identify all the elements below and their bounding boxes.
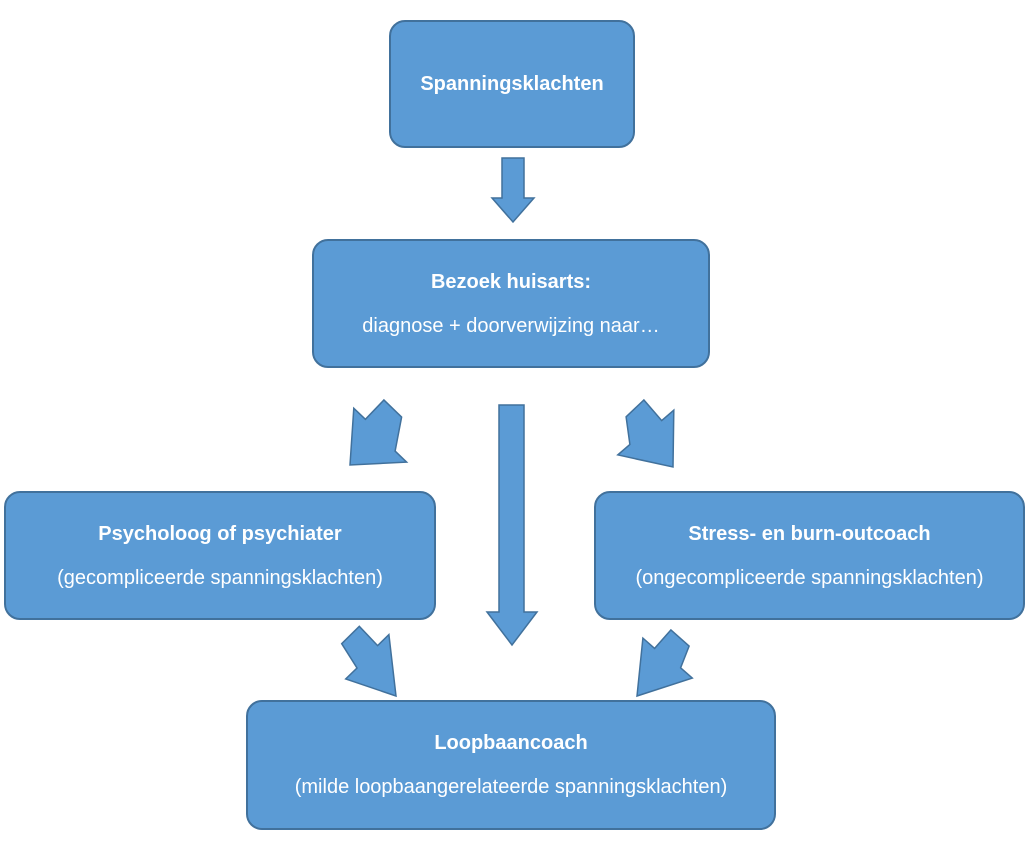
- node-stresscoach-title: Stress- en burn-outcoach: [688, 522, 931, 545]
- arrow-psycholoog-to-loopbaancoach: [340, 625, 397, 698]
- node-loopbaancoach: Loopbaancoach (milde loopbaangerelateerd…: [246, 700, 776, 830]
- arrow-huisarts-to-loopbaancoach: [485, 404, 539, 647]
- node-huisarts-subtitle: diagnose + doorverwijzing naar…: [362, 314, 660, 337]
- arrow-stresscoach-to-loopbaancoach: [636, 628, 694, 698]
- node-psycholoog: Psycholoog of psychiater (gecompliceerde…: [4, 491, 436, 620]
- node-loopbaancoach-subtitle: (milde loopbaangerelateerde spanningskla…: [294, 776, 728, 798]
- node-stresscoach-subtitle: (ongecompliceerde spanningsklachten): [635, 566, 984, 589]
- node-psycholoog-title: Psycholoog of psychiater: [98, 522, 342, 545]
- arrow-spanningsklachten-to-huisarts: [490, 157, 536, 224]
- node-loopbaancoach-title: Loopbaancoach: [434, 732, 588, 754]
- arrow-huisarts-to-stresscoach: [616, 398, 675, 468]
- node-spanningsklachten-title: Spanningsklachten: [420, 73, 604, 95]
- node-stresscoach: Stress- en burn-outcoach (ongecompliceer…: [594, 491, 1025, 620]
- arrow-huisarts-to-psycholoog: [349, 398, 409, 466]
- node-huisarts-title: Bezoek huisarts:: [430, 270, 592, 293]
- node-psycholoog-subtitle: (gecompliceerde spanningsklachten): [57, 566, 383, 589]
- node-huisarts: Bezoek huisarts: diagnose + doorverwijzi…: [312, 239, 710, 368]
- node-spanningsklachten: Spanningsklachten: [389, 20, 635, 148]
